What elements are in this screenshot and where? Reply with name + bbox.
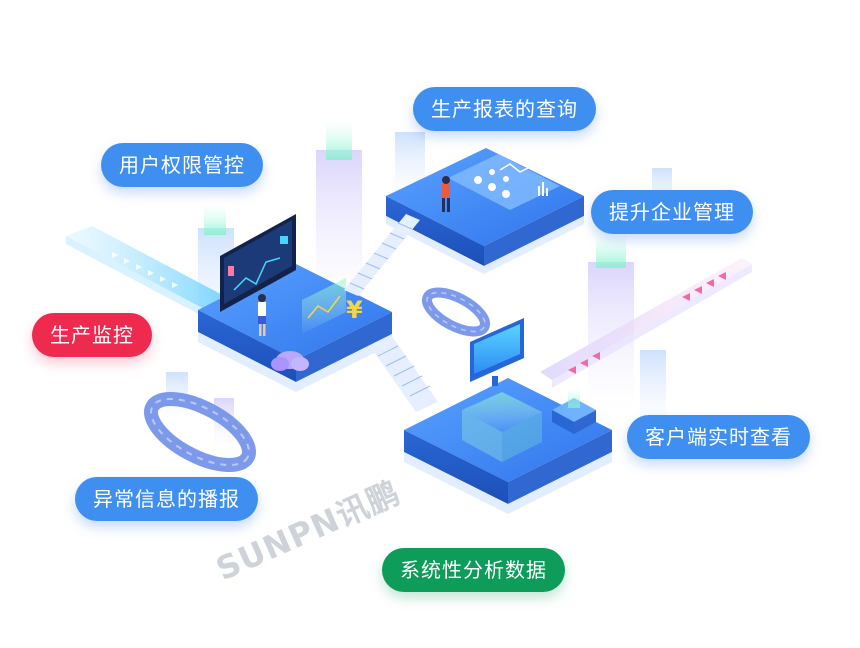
- cloud-icon: [271, 351, 309, 371]
- dashboard-icon: [470, 318, 524, 386]
- svg-text:¥: ¥: [346, 296, 363, 324]
- label-production-monitoring: 生产监控: [32, 313, 152, 357]
- stairs-lower: [370, 336, 438, 412]
- label-improve-enterprise-management: 提升企业管理: [591, 190, 753, 234]
- label-systematic-data-analysis: 系统性分析数据: [382, 548, 565, 592]
- platform-monitoring: ¥: [198, 214, 392, 392]
- yen-icon: ¥: [346, 296, 363, 324]
- label-user-permission-control: 用户权限管控: [101, 143, 263, 187]
- label-exception-info-broadcast: 异常信息的播报: [75, 477, 258, 521]
- cyan-arrow-strip: [66, 226, 232, 318]
- label-production-report-query: 生产报表的查询: [413, 87, 596, 131]
- platform-report-query: [386, 148, 584, 274]
- track-loops: [144, 287, 491, 473]
- person-icon: [442, 176, 450, 212]
- label-client-realtime-view: 客户端实时查看: [627, 415, 810, 459]
- platform-analysis: [404, 318, 612, 514]
- presenter-icon: [258, 294, 266, 336]
- pink-arrow-strip: [540, 258, 752, 388]
- monitor-icon: [220, 214, 296, 312]
- stairs-upper: [344, 214, 420, 296]
